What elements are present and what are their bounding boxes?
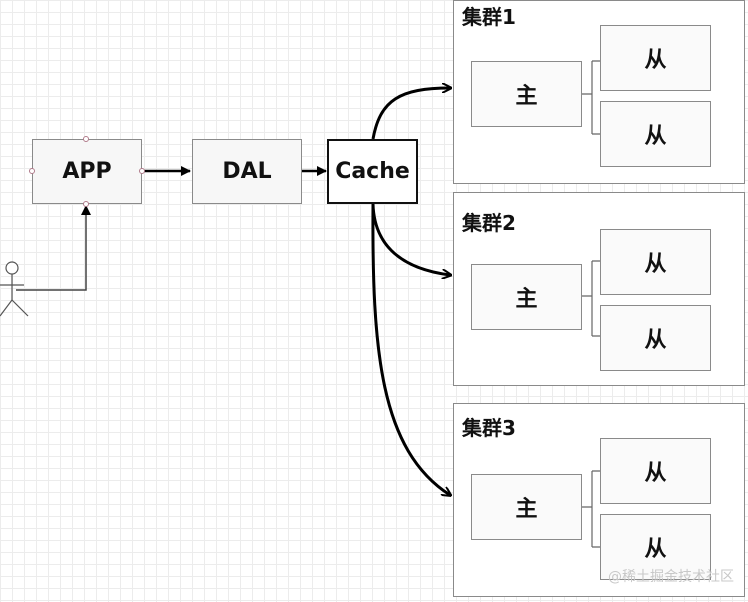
app-port-top — [83, 136, 89, 142]
slave-label: 从 — [644, 461, 667, 486]
dal-label: DAL — [222, 159, 272, 184]
cluster-2: 集群2 主 从 从 — [453, 192, 745, 386]
cache-to-cluster1-arrow — [371, 88, 450, 140]
slave-label: 从 — [644, 328, 667, 353]
cache-node: Cache — [327, 139, 418, 204]
master-node: 主 — [471, 474, 582, 540]
app-port-bottom — [83, 201, 89, 207]
slave-label: 从 — [644, 124, 667, 149]
slave-node: 从 — [600, 514, 711, 580]
cluster-title: 集群3 — [462, 416, 516, 440]
app-port-right — [139, 168, 145, 174]
slave-label: 从 — [644, 48, 667, 73]
cluster-title: 集群2 — [462, 211, 516, 235]
app-port-left — [29, 168, 35, 174]
slave-label: 从 — [644, 252, 667, 277]
dal-node: DAL — [192, 139, 302, 204]
master-label: 主 — [515, 84, 538, 109]
master-label: 主 — [515, 287, 538, 312]
slave-node: 从 — [600, 229, 711, 295]
cache-label: Cache — [335, 159, 410, 184]
watermark: @稀土掘金技术社区 — [608, 569, 734, 585]
master-slave-bracket — [582, 260, 600, 337]
master-slave-bracket — [582, 60, 600, 135]
app-node: APP — [32, 139, 142, 204]
slave-label: 从 — [644, 537, 667, 562]
slave-node: 从 — [600, 101, 711, 167]
cache-to-cluster3-arrow — [371, 203, 450, 495]
master-label: 主 — [515, 497, 538, 522]
cluster-title: 集群1 — [462, 5, 516, 29]
master-node: 主 — [471, 61, 582, 127]
slave-node: 从 — [600, 305, 711, 371]
master-slave-bracket — [582, 470, 600, 548]
master-node: 主 — [471, 264, 582, 330]
app-label: APP — [62, 159, 112, 184]
slave-node: 从 — [600, 25, 711, 91]
slave-node: 从 — [600, 438, 711, 504]
stick-figure-user-icon — [0, 261, 29, 317]
cluster-1: 集群1 主 从 从 — [453, 0, 745, 184]
cache-to-cluster2-arrow — [371, 203, 450, 275]
cluster-3: 集群3 主 从 从 — [453, 403, 745, 597]
actor-to-app-connector — [16, 205, 91, 291]
